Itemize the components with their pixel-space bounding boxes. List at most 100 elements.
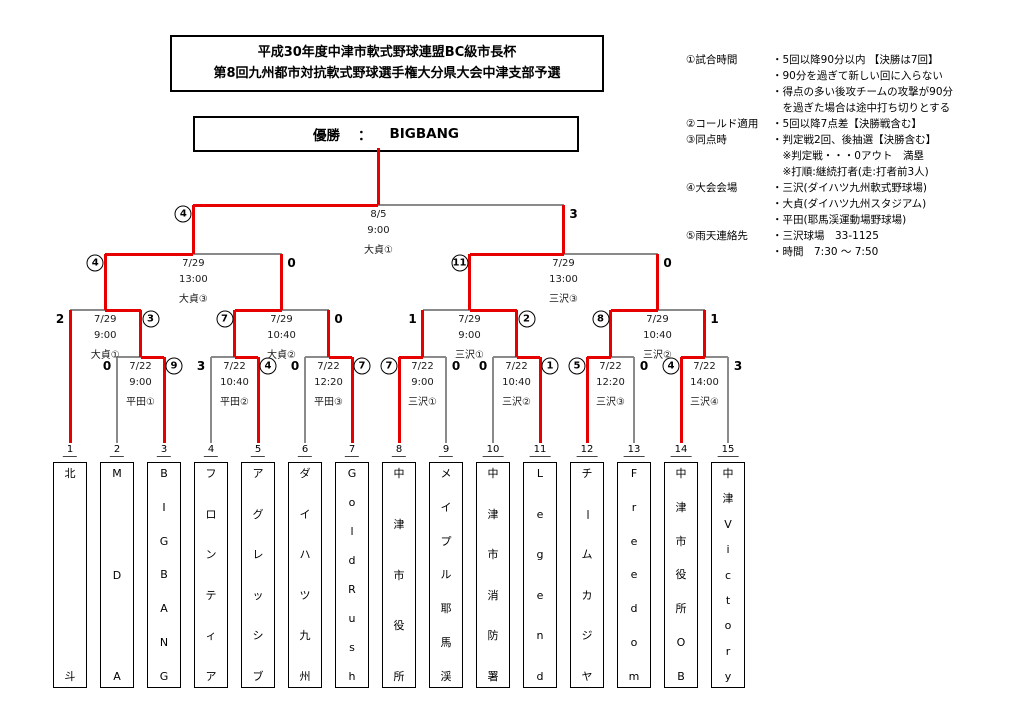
- team-name-char: ハ: [299, 548, 311, 562]
- match-venue: 大貞①: [90, 350, 120, 361]
- team-name-char: ブ: [252, 669, 264, 683]
- team-name-char: 中: [675, 467, 687, 480]
- rule-line: ・時間 7:30 ～ 7:50: [772, 246, 879, 258]
- team-name-char: 九: [299, 629, 311, 643]
- team-name-char: 防: [487, 629, 499, 643]
- match-venue: 平田②: [220, 397, 249, 408]
- match-venue: 三沢②: [502, 397, 531, 408]
- match-time: 9:00: [411, 377, 434, 388]
- winner-line: [681, 355, 705, 359]
- winner-line: [256, 357, 260, 443]
- team-name-char: e: [536, 507, 544, 521]
- match-score-left: 4: [86, 254, 104, 272]
- match-score-right: 9: [165, 357, 183, 375]
- team-name-char: 役: [675, 568, 687, 582]
- rule-line: ・三沢(ダイハツ九州軟式野球場): [772, 182, 927, 194]
- team-seed: 9: [438, 444, 454, 457]
- team-name-char: o: [724, 619, 732, 633]
- match-time: 10:40: [267, 330, 296, 341]
- rule-lines: ・判定戦2回、後抽選【決勝含む】 ※判定戦・・・0アウト 満塁 ※打順:継続打者…: [772, 132, 1018, 180]
- winner-line: [468, 254, 471, 310]
- team-name-char: 津: [675, 500, 687, 514]
- team-name-char: 渓: [440, 669, 452, 683]
- team-name-char: ム: [581, 548, 593, 562]
- match-score-right: 3: [142, 310, 159, 328]
- team-box: ダイハツ九州: [288, 462, 322, 688]
- team-name-char: 所: [675, 602, 687, 616]
- team-name-char: L: [536, 467, 544, 480]
- team-box: フロンティア: [194, 462, 228, 688]
- team-seed: 5: [250, 444, 266, 457]
- rule-heading: ①試合時間: [686, 54, 738, 66]
- team-name-char: テ: [205, 588, 217, 602]
- match-score-left: 0: [290, 359, 300, 373]
- match-time: 14:00: [690, 377, 719, 388]
- winner-line: [280, 254, 283, 310]
- champion-riser: [376, 148, 380, 205]
- team-name-char: プ: [440, 534, 452, 548]
- team-name-char: G: [159, 669, 169, 683]
- team-name-char: イ: [299, 507, 311, 521]
- winner-line: [105, 308, 141, 312]
- team-name-char: ツ: [299, 588, 311, 602]
- rule-line: ・5回以降7点差【決勝戦含む】: [772, 118, 922, 130]
- team-name-char: 耶: [440, 602, 452, 616]
- rule-line: ・得点の多い後攻チームの攻撃が90分: [772, 86, 954, 98]
- team-name-char: o: [348, 496, 356, 509]
- title-box: 平成30年度中津市軟式野球連盟BC級市長杯 第8回九州都市対抗軟式野球選手権大分…: [170, 35, 604, 92]
- team-name-char: 市: [393, 568, 405, 582]
- team-name-char: V: [724, 517, 732, 531]
- bracket-line: [610, 356, 634, 358]
- team-name-char: 市: [487, 548, 499, 562]
- match-date: 7/29: [458, 314, 481, 325]
- match-time: 9:00: [367, 225, 390, 236]
- team-box: チームカジヤ: [570, 462, 604, 688]
- rule-heading: ⑤雨天連絡先: [686, 230, 748, 242]
- team-seed: 14: [670, 444, 692, 457]
- match-score-left: 11: [451, 254, 468, 272]
- rule-heading: ③同点時: [686, 134, 727, 146]
- team-box: メイプル耶馬渓: [429, 462, 463, 688]
- bracket-line: [493, 356, 517, 358]
- match-score-left: 7: [380, 357, 398, 375]
- match-venue: 平田①: [126, 397, 155, 408]
- match-venue: 三沢③: [596, 397, 625, 408]
- team-name-char: チ: [581, 467, 593, 480]
- match-date: 7/22: [129, 361, 152, 372]
- match-date: 7/22: [317, 361, 340, 372]
- team-name-char: 北: [64, 467, 76, 480]
- team-box: 中津市消防署: [476, 462, 510, 688]
- match-time: 9:00: [94, 330, 117, 341]
- bracket-line: [304, 357, 306, 443]
- team-box: 中津市役所: [382, 462, 416, 688]
- team-name-char: ン: [205, 548, 217, 562]
- bracket-line: [563, 253, 658, 255]
- winner-line: [350, 357, 354, 443]
- team-name-char: e: [630, 534, 638, 548]
- team-name-char: 州: [299, 669, 311, 683]
- match-date: 7/22: [505, 361, 528, 372]
- team-name-char: 署: [487, 669, 499, 683]
- team-seed: 7: [344, 444, 360, 457]
- team-name-char: ダ: [299, 467, 311, 480]
- team-name-char: 役: [393, 619, 405, 633]
- match-score-left: 2: [55, 312, 65, 326]
- match-score-left: 4: [662, 357, 680, 375]
- team-seed: 8: [391, 444, 407, 457]
- match-date: 8/5: [370, 209, 387, 220]
- match-venue: 三沢①: [455, 350, 484, 361]
- team-seed: 15: [717, 444, 739, 457]
- team-name-char: 斗: [64, 670, 76, 683]
- team-name-char: ル: [440, 568, 452, 582]
- bracket-line: [210, 357, 212, 443]
- match-score-left: 3: [196, 359, 206, 373]
- winner-line: [328, 355, 352, 359]
- winner-line: [656, 254, 659, 310]
- match-score-left: 8: [592, 310, 609, 328]
- winner-line: [421, 310, 424, 357]
